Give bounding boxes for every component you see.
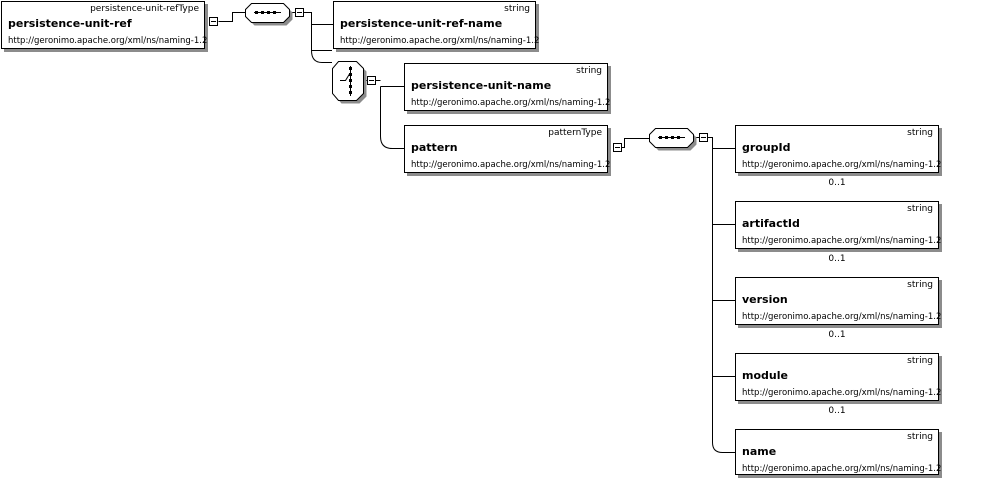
element-namespace: http://geronimo.apache.org/xml/ns/naming… [340,36,540,46]
element-box-persistence-unit-ref-name[interactable]: string persistence-unit-ref-name http://… [333,1,540,49]
element-box-root[interactable]: persistence-unit-refType persistence-uni… [1,1,208,49]
element-namespace: http://geronimo.apache.org/xml/ns/naming… [742,236,942,246]
element-box-artifactId[interactable]: string artifactId http://geronimo.apache… [735,201,942,249]
element-type: patternType [548,128,602,138]
occurrence-label: 0..1 [828,254,846,264]
element-namespace: http://geronimo.apache.org/xml/ns/naming… [742,160,942,170]
element-name: persistence-unit-ref-name [340,17,503,30]
element-box-name[interactable]: string name http://geronimo.apache.org/x… [735,429,942,475]
collapse-toggle-icon[interactable] [699,133,708,142]
occurrence-label: 0..1 [828,178,846,188]
element-type: string [576,66,602,76]
element-box-persistence-unit-name[interactable]: string persistence-unit-name http://gero… [404,63,611,111]
sequence-compositor-icon[interactable] [245,3,293,26]
element-name: artifactId [742,217,800,230]
sequence-compositor-icon[interactable] [649,128,697,151]
element-type: string [907,128,933,138]
collapse-toggle-icon[interactable] [295,8,304,17]
element-name: module [742,369,788,382]
element-box-module[interactable]: string module http://geronimo.apache.org… [735,353,942,401]
element-name: persistence-unit-ref [8,17,132,30]
element-name: persistence-unit-name [411,79,552,92]
element-type: string [907,432,933,442]
collapse-toggle-icon[interactable] [367,76,376,85]
element-type: string [907,356,933,366]
element-type: string [907,280,933,290]
occurrence-label: 0..1 [828,330,846,340]
element-type: string [504,4,530,14]
element-name: name [742,445,777,458]
element-name: groupId [742,141,791,154]
element-type: string [907,204,933,214]
collapse-toggle-icon[interactable] [209,17,218,26]
occurrence-label: 0..1 [828,406,846,416]
element-namespace: http://geronimo.apache.org/xml/ns/naming… [742,312,942,322]
element-box-pattern[interactable]: patternType pattern http://geronimo.apac… [404,125,611,173]
element-box-version[interactable]: string version http://geronimo.apache.or… [735,277,942,325]
element-namespace: http://geronimo.apache.org/xml/ns/naming… [742,464,942,474]
element-namespace: http://geronimo.apache.org/xml/ns/naming… [742,388,942,398]
element-namespace: http://geronimo.apache.org/xml/ns/naming… [411,160,611,170]
element-namespace: http://geronimo.apache.org/xml/ns/naming… [8,36,208,46]
element-namespace: http://geronimo.apache.org/xml/ns/naming… [411,98,611,108]
element-name: pattern [411,141,458,154]
choice-compositor-icon[interactable] [311,50,367,104]
element-box-groupId[interactable]: string groupId http://geronimo.apache.or… [735,125,942,173]
element-name: version [742,293,788,306]
element-type: persistence-unit-refType [90,4,199,14]
collapse-toggle-icon[interactable] [613,143,622,152]
